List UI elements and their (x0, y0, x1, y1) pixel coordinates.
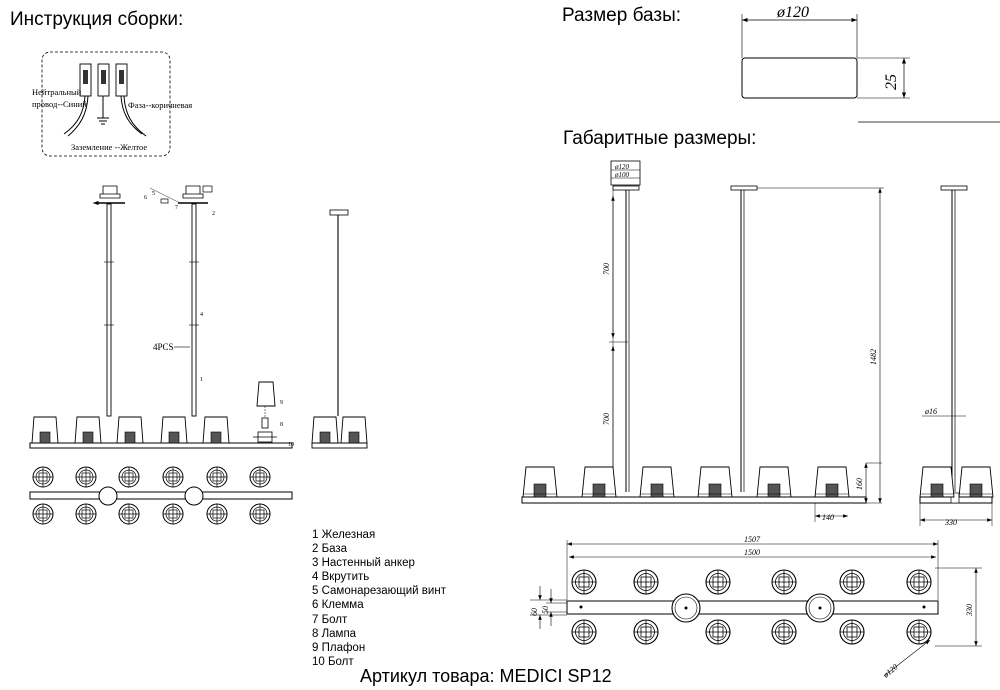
wiring-detail: Нейтральный провод--Синий Фаза--коричнев… (32, 51, 192, 157)
base-size-heading: Размер базы: (562, 5, 682, 26)
ground-wire-label: Заземление --Желтое (71, 142, 147, 152)
neutral-wire-label: Нейтральный (32, 87, 82, 97)
callout-10: 10 (288, 442, 294, 448)
dim-60: 60 (530, 608, 539, 616)
legend-item: 9 Плафон (312, 641, 366, 654)
legend-item: 1 Железная (312, 529, 376, 541)
pcs-label: 4PCS (153, 342, 174, 352)
overall-plan-view: 1507 1500 (530, 535, 982, 680)
overall-front-view: ø120 ø100 700 700 1482 (521, 160, 884, 522)
assembly-plan-view (29, 466, 293, 525)
dim-50: 50 (541, 606, 550, 614)
callout-9: 9 (280, 400, 283, 406)
parts-legend: 1 Железная 2 База 3 Настенный анкер 4 Вк… (312, 528, 446, 669)
dim-rod-700-lower: 700 (602, 413, 611, 425)
legend-item: 10 Болт (312, 655, 354, 668)
callout-2: 2 (212, 211, 215, 217)
dim-rod-diameter: ø16 (924, 407, 937, 416)
dim-side-width: 330 (944, 518, 957, 527)
dim-total-height: 1482 (869, 349, 878, 365)
dim-shade-diameter: ø120 (881, 662, 900, 680)
callout-5: 5 (152, 191, 155, 197)
assembly-heading: Инструкция сборки: (10, 9, 184, 30)
legend-item: 7 Болт (312, 613, 348, 626)
base-diameter-dim: ø120 (776, 4, 809, 21)
callout-7: 7 (175, 205, 178, 211)
assembly-front-view: 6 5 7 2 4 1 4PCS (29, 185, 368, 449)
legend-item: 3 Настенный анкер (312, 557, 415, 570)
legend-item: 5 Самонарезающий винт (312, 585, 446, 598)
dim-depth: 330 (965, 604, 974, 617)
base-size-drawing: ø120 25 (741, 4, 1000, 123)
callout-8: 8 (280, 422, 283, 428)
article-number: Артикул товара: MEDICI SP12 (360, 666, 612, 686)
dim-d120-top: ø120 (614, 163, 630, 171)
dim-length-1507: 1507 (744, 535, 761, 544)
dim-shade-height: 160 (855, 478, 864, 490)
base-height-dim: 25 (883, 74, 900, 90)
legend-item: 6 Клемма (312, 599, 364, 612)
callout-6: 6 (144, 195, 147, 201)
neutral-wire-label-2: провод--Синий (32, 99, 87, 109)
dim-rod-700-upper: 700 (602, 263, 611, 275)
phase-wire-label: Фаза--коричневая (128, 100, 192, 110)
legend-item: 8 Лампа (312, 627, 357, 640)
callout-4a: 4 (200, 312, 203, 318)
callout-1: 1 (200, 377, 203, 383)
legend-item: 4 Вкрутить (312, 571, 370, 584)
dim-d100-top: ø100 (614, 171, 630, 179)
overall-side-view: ø16 330 (919, 185, 994, 527)
dim-length-1500: 1500 (744, 548, 760, 557)
dim-shade-offset: 140 (822, 513, 834, 522)
overall-dimensions-heading: Габаритные размеры: (563, 128, 757, 149)
legend-item: 2 База (312, 543, 348, 556)
